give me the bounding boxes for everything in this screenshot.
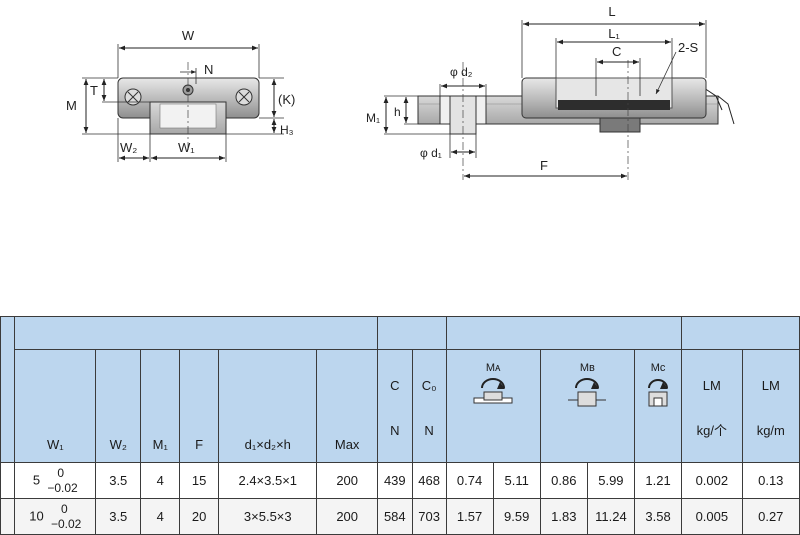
row-marker bbox=[0, 498, 16, 535]
col-header-mc: Mᴄ bbox=[633, 349, 683, 463]
label-N: N bbox=[204, 62, 213, 77]
col-header-w2: W₂ bbox=[95, 349, 142, 463]
cell-lm2: 0.27 bbox=[741, 498, 800, 535]
cell-lm1: 0.005 bbox=[681, 498, 743, 535]
col-header-max: Max bbox=[316, 349, 378, 463]
label-C: C bbox=[612, 44, 621, 59]
cell-lm2: 0.13 bbox=[741, 462, 800, 499]
label-W1: W₁ bbox=[178, 140, 195, 155]
cell-mb2: 11.24 bbox=[586, 498, 635, 535]
label-H3: H₃ bbox=[280, 123, 294, 137]
label-K: (K) bbox=[278, 92, 295, 107]
col-header-ma: Mᴀ bbox=[445, 349, 541, 463]
cell-ma2: 5.11 bbox=[492, 462, 541, 499]
label-W: W bbox=[182, 28, 195, 43]
label-d2: φ d₂ bbox=[450, 65, 473, 79]
cell-ma2: 9.59 bbox=[492, 498, 541, 535]
row-marker bbox=[0, 462, 16, 499]
table-band-ratings bbox=[376, 316, 447, 350]
cell-c0: 703 bbox=[411, 498, 447, 535]
label-d1: φ d₁ bbox=[420, 146, 442, 160]
label-M: M bbox=[66, 98, 77, 113]
cell-dims: 2.4×3.5×1 bbox=[218, 462, 318, 499]
table-band-dimensions bbox=[14, 316, 378, 350]
label-F: F bbox=[540, 158, 548, 173]
cell-mb1: 0.86 bbox=[539, 462, 588, 499]
cell-max: 200 bbox=[316, 498, 378, 535]
cell-w: 10 0−0.02 bbox=[14, 498, 97, 535]
col-header-m1: M₁ bbox=[140, 349, 181, 463]
cell-c0: 468 bbox=[411, 462, 447, 499]
cell-max: 200 bbox=[316, 462, 378, 499]
cell-mb2: 5.99 bbox=[586, 462, 635, 499]
cell-c: 439 bbox=[376, 462, 413, 499]
col-header-dims: d₁×d₂×h bbox=[218, 349, 318, 463]
label-L1: L₁ bbox=[608, 26, 620, 41]
table-row: 5 0−0.02 3.5 4 15 2.4×3.5×1 200 439 468 … bbox=[0, 462, 800, 499]
label-M1: M₁ bbox=[366, 111, 380, 125]
col-header-mb: Mʙ bbox=[539, 349, 635, 463]
table-row: 10 0−0.02 3.5 4 20 3×5.5×3 200 584 703 1… bbox=[0, 498, 800, 535]
screw-left-icon bbox=[124, 88, 142, 106]
label-h: h bbox=[394, 105, 401, 119]
cell-f: 15 bbox=[179, 462, 220, 499]
roll-moment-icon bbox=[648, 379, 669, 407]
col-header-f: F bbox=[179, 349, 220, 463]
cell-f: 20 bbox=[179, 498, 220, 535]
cell-ma1: 1.57 bbox=[445, 498, 494, 535]
table-band-left bbox=[0, 316, 16, 463]
label-W2: W₂ bbox=[120, 140, 137, 155]
cell-mb1: 1.83 bbox=[539, 498, 588, 535]
front-view: W N M T (K) H₃ W₂ W₁ bbox=[66, 28, 295, 162]
col-header-w1: W₁ bbox=[14, 349, 97, 463]
side-view: L L₁ C 2-S φ d₂ M₁ h φ d₁ F bbox=[366, 4, 735, 180]
cell-m1: 4 bbox=[140, 462, 181, 499]
table-band-mass bbox=[681, 316, 800, 350]
screw-right-icon bbox=[235, 88, 253, 106]
cell-mc: 1.21 bbox=[633, 462, 683, 499]
cell-w2: 3.5 bbox=[95, 462, 142, 499]
cell-w: 5 0−0.02 bbox=[14, 462, 97, 499]
cell-lm1: 0.002 bbox=[681, 462, 743, 499]
label-T: T bbox=[90, 83, 98, 98]
cell-ma1: 0.74 bbox=[445, 462, 494, 499]
label-S: 2-S bbox=[678, 40, 699, 55]
cell-w2: 3.5 bbox=[95, 498, 142, 535]
cell-c: 584 bbox=[376, 498, 413, 535]
technical-drawings: W N M T (K) H₃ W₂ W₁ bbox=[66, 4, 735, 180]
cell-m1: 4 bbox=[140, 498, 181, 535]
pitch-moment-icon bbox=[473, 378, 513, 404]
cell-dims: 3×5.5×3 bbox=[218, 498, 318, 535]
label-L: L bbox=[608, 4, 615, 19]
table-band-moments bbox=[445, 316, 683, 350]
cell-mc: 3.58 bbox=[633, 498, 683, 535]
yaw-moment-icon bbox=[568, 378, 607, 407]
